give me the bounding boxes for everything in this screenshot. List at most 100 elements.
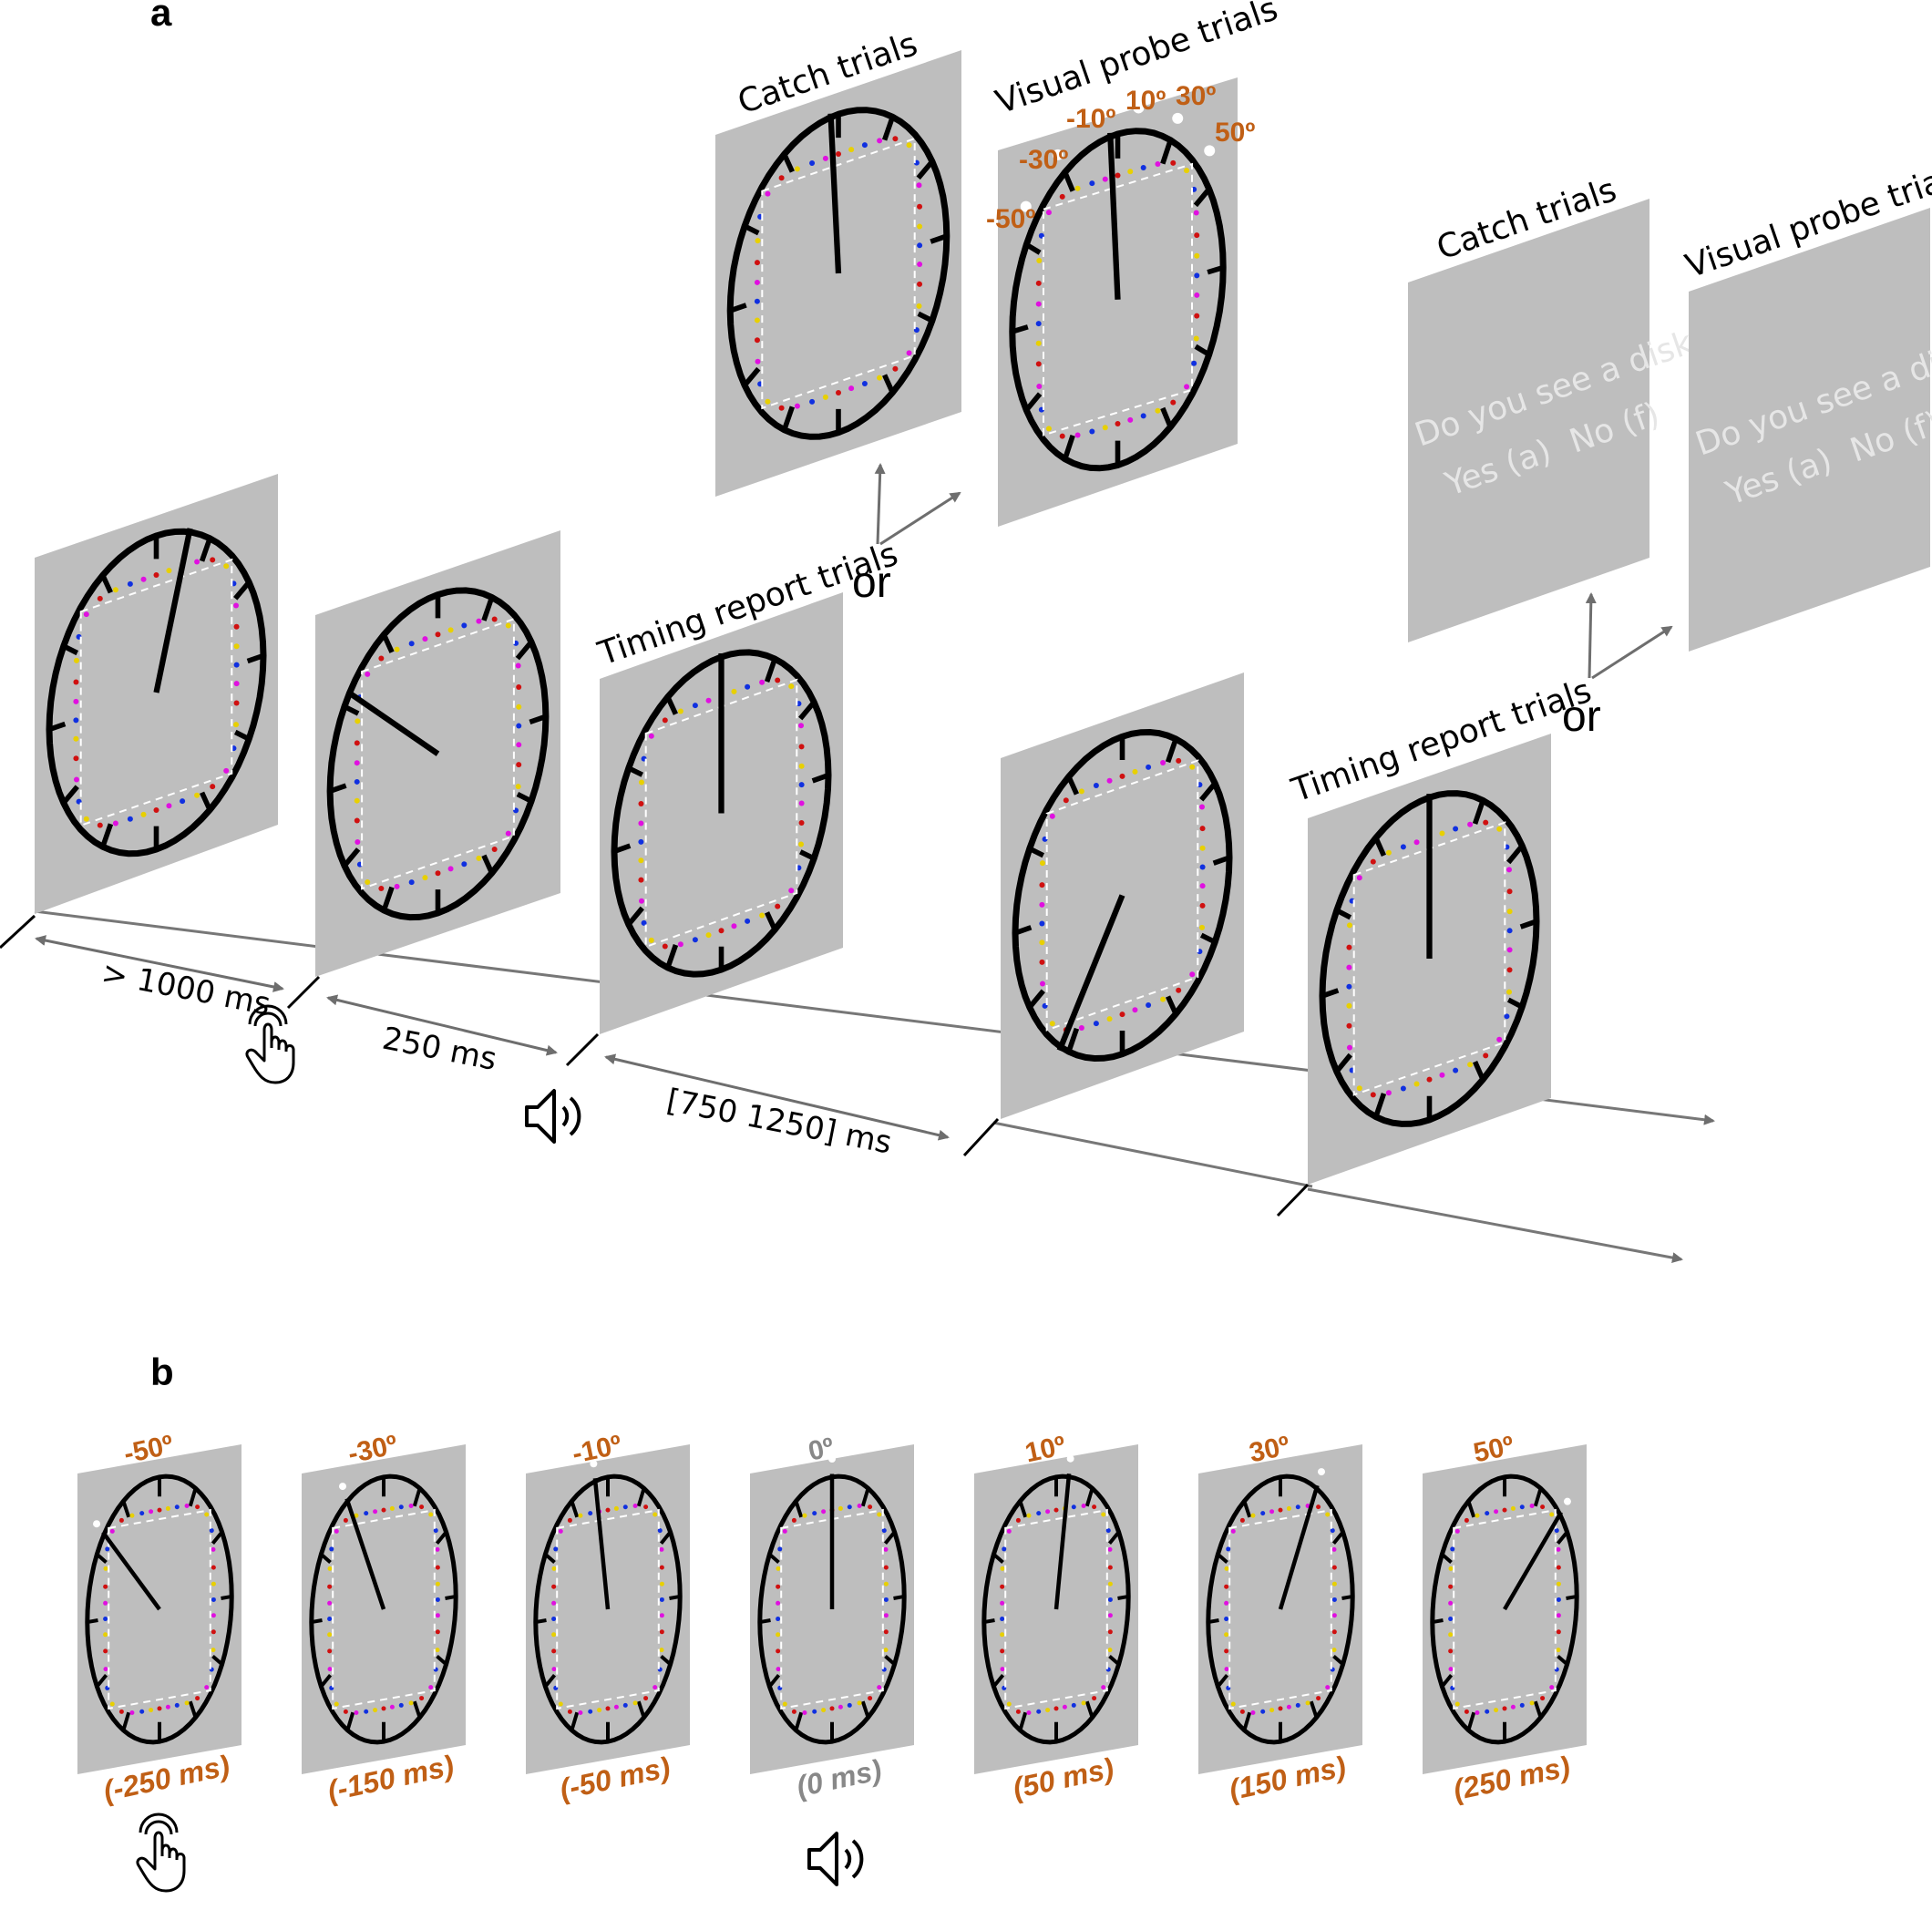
- clock-a2-dot: [422, 636, 428, 642]
- clock-b3-dot: [567, 1709, 572, 1714]
- clock-a1-tick: [233, 580, 252, 601]
- clock-b2-dot: [428, 1685, 434, 1690]
- clock-a-visual-dot: [1193, 335, 1199, 342]
- clock-a1-tick: [199, 537, 212, 562]
- clock-b6-probe-dot: [1318, 1468, 1325, 1476]
- clock-a-catch-dot: [755, 238, 761, 244]
- clock-b5-dashed-frame: [1004, 1508, 1108, 1710]
- clock-b4-dot: [812, 1511, 817, 1516]
- clock-b5-tick: [1107, 1530, 1121, 1545]
- clock-a-catch-tick: [781, 406, 796, 431]
- clock-a4-tick: [1199, 932, 1217, 945]
- clock-a-visual-dot: [1036, 383, 1043, 389]
- clock-b4-dot: [881, 1528, 887, 1534]
- clock-b6-dot: [1316, 1696, 1321, 1701]
- clock-a2-tick: [329, 783, 347, 794]
- clock-b4-tick: [794, 1500, 804, 1518]
- clock-b5-dot: [1107, 1581, 1113, 1587]
- clock-a3-dot: [662, 717, 668, 724]
- clock-b3-dot: [632, 1700, 638, 1706]
- clock-a2-dot: [515, 662, 521, 669]
- clock-a3-tick: [811, 773, 829, 784]
- clock-a2-tick: [381, 633, 395, 653]
- hand-press-icon-b: [136, 1812, 186, 1893]
- clock-b5-dot: [1000, 1667, 1005, 1672]
- clock-a1-dot: [194, 792, 200, 798]
- clock-a2-dot: [354, 817, 360, 824]
- clock-a2-dot: [394, 883, 400, 889]
- clock-a5-dot: [1346, 983, 1352, 990]
- clock-b5-tick: [983, 1618, 995, 1625]
- clock-b7-dot: [1448, 1600, 1454, 1606]
- clock-a-catch-dot: [778, 175, 785, 181]
- clock-b6-tick: [1242, 1500, 1252, 1518]
- clock-a3-dot: [745, 918, 751, 924]
- clock-a2-tick: [342, 847, 361, 868]
- clock-a-catch-dot: [892, 365, 899, 372]
- clock-b2-dot: [408, 1503, 414, 1508]
- clock-a3-dot: [662, 943, 668, 950]
- clock-b3-dot: [551, 1648, 557, 1654]
- clock-b7-dot: [1448, 1632, 1454, 1638]
- clock-a5-dot: [1400, 1085, 1406, 1092]
- clock-b2-tick: [412, 1700, 422, 1719]
- clock-b4-dot: [777, 1546, 783, 1552]
- clock-b4-tick: [768, 1553, 780, 1565]
- clock-a3-dot: [638, 801, 644, 807]
- clock-b3-tick: [636, 1700, 646, 1719]
- clock-a3-dot: [638, 857, 644, 864]
- clock-a-visual-dot: [1184, 384, 1190, 390]
- clock-b7-dot: [1448, 1584, 1454, 1589]
- clock-b6-hand: [1278, 1484, 1320, 1610]
- clock-b7-dot: [1475, 1710, 1480, 1716]
- clock-b3-dot: [578, 1710, 583, 1716]
- clock-a5-dot: [1483, 819, 1489, 826]
- clock-b7-tick: [1432, 1618, 1444, 1625]
- clock-b2-dot: [327, 1617, 333, 1622]
- clock-a1-dot: [73, 755, 79, 762]
- clock-b7-dot: [1540, 1504, 1546, 1510]
- clock-a-catch-dot: [917, 242, 923, 249]
- angle-label-b4: 0º: [806, 1432, 837, 1467]
- clock-b4-dot: [776, 1584, 781, 1589]
- clock-b1-dot: [149, 1509, 154, 1515]
- clock-b2-dot: [389, 1704, 395, 1710]
- clock-a5-dot: [1506, 947, 1513, 953]
- clock-b1-dashed-frame: [108, 1508, 211, 1710]
- clock-b6-dot: [1331, 1565, 1337, 1570]
- clock-b1-dot: [139, 1709, 145, 1714]
- clock-b1-dot: [129, 1513, 135, 1518]
- clock-a-visual-dot: [1102, 425, 1108, 431]
- probe-angle-label: 30º: [1176, 81, 1216, 111]
- clock-a-catch-dot: [917, 262, 923, 268]
- clock-a-catch-dot: [822, 155, 828, 161]
- clock-a-visual-probe-dot: [1052, 149, 1064, 160]
- clock-a-visual-hand: [1107, 132, 1121, 300]
- clock-b6-dot: [1269, 1509, 1275, 1515]
- clock-b1-dot: [211, 1581, 216, 1587]
- clock-b5-dot: [1015, 1709, 1021, 1714]
- clock-a3-dot: [638, 877, 644, 883]
- clock-b7-tick: [1440, 1674, 1454, 1689]
- clock-a5-dot: [1453, 1067, 1459, 1073]
- clock-a1-dot: [73, 735, 79, 742]
- clock-b7-dashed-frame: [1453, 1508, 1557, 1710]
- clock-a4-tick: [1014, 925, 1033, 936]
- clock-a4-tick: [1027, 989, 1045, 1010]
- clock-a-visual-dot: [1184, 168, 1190, 174]
- clock-a1-dot: [83, 611, 89, 618]
- clock-b1-tick: [211, 1530, 224, 1545]
- clock-b5-dot: [1036, 1511, 1042, 1516]
- clock-a5-dot: [1346, 1044, 1352, 1051]
- clock-a2-dot: [516, 742, 522, 748]
- clock-a1-dot: [166, 803, 172, 809]
- clock-b1-dot: [211, 1648, 216, 1653]
- clock-a1-dot: [233, 662, 240, 668]
- clock-a3-dot: [798, 744, 805, 750]
- clock-a-visual-probe-dot: [1133, 102, 1145, 114]
- clock-a-visual-dot: [1045, 210, 1052, 216]
- clock-b3-dot: [659, 1565, 664, 1570]
- clock-a3-dot: [798, 782, 805, 788]
- clock-a-catch-tick: [882, 374, 895, 394]
- clock-b4-dot: [776, 1667, 781, 1672]
